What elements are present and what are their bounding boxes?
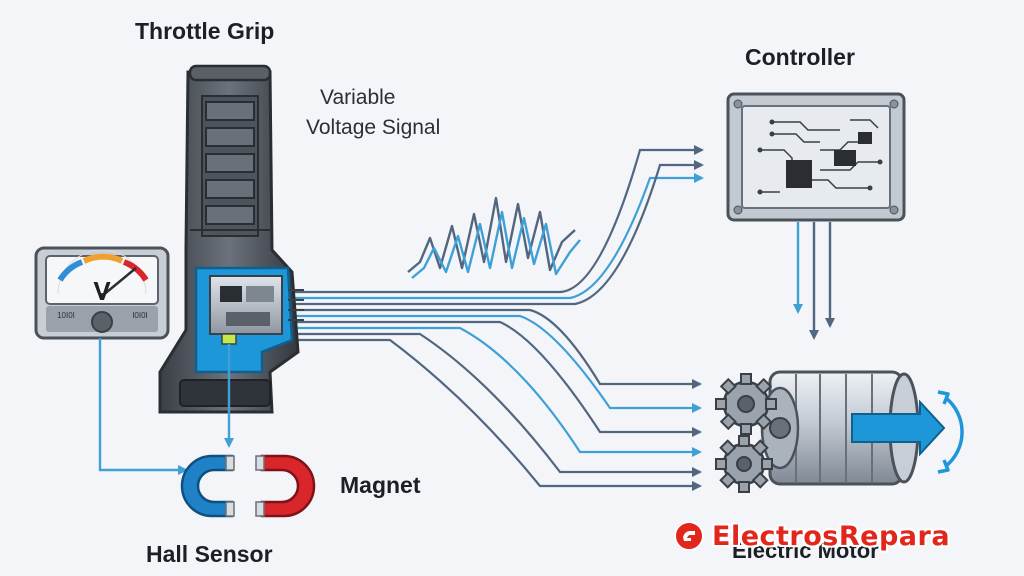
voltmeter-icon: V 10I0I I0I0I bbox=[34, 246, 170, 340]
wire-to-controller-1 bbox=[288, 145, 704, 294]
electric-motor-label: Electric Motor bbox=[732, 538, 879, 563]
brand-watermark: ElectrosRepara bbox=[674, 516, 950, 556]
variable-signal-label-line2: Voltage Signal bbox=[306, 116, 441, 139]
gear-icon bbox=[715, 373, 777, 493]
voltmeter-left-caption: 10I0I bbox=[57, 311, 75, 320]
controller-label: Controller bbox=[745, 44, 855, 70]
brand-text: ElectrosRepara bbox=[712, 520, 951, 552]
wire-to-controller-2 bbox=[288, 173, 704, 300]
magnet-icon bbox=[180, 454, 316, 518]
voltage-waveform bbox=[407, 196, 581, 279]
voltmeter-link bbox=[98, 338, 188, 475]
wire-to-motor-3 bbox=[288, 320, 702, 437]
electric-motor-icon bbox=[760, 370, 946, 486]
magnet-label: Magnet bbox=[340, 472, 421, 498]
throttle-grip-label: Throttle Grip bbox=[135, 18, 275, 44]
hall-sensor-label: Hall Sensor bbox=[146, 541, 273, 567]
voltmeter-right-caption: I0I0I bbox=[132, 311, 148, 320]
wire-to-motor-6 bbox=[288, 338, 702, 491]
voltmeter-unit: V bbox=[93, 276, 111, 306]
hall-sensor-icon bbox=[194, 266, 304, 448]
wire-to-motor-5 bbox=[288, 332, 702, 477]
controller-to-motor-arrows bbox=[793, 222, 835, 340]
variable-signal-label-line1: Variable bbox=[320, 86, 396, 109]
rotation-arrow-icon bbox=[937, 390, 964, 474]
wire-to-controller-3 bbox=[288, 160, 704, 306]
signal-wires bbox=[288, 145, 704, 491]
wire-to-motor-4 bbox=[288, 326, 702, 457]
wire-to-motor-1 bbox=[288, 308, 702, 389]
wire-to-motor-2 bbox=[288, 314, 702, 413]
controller-board-icon bbox=[726, 92, 906, 222]
brand-logo-icon bbox=[674, 521, 704, 551]
